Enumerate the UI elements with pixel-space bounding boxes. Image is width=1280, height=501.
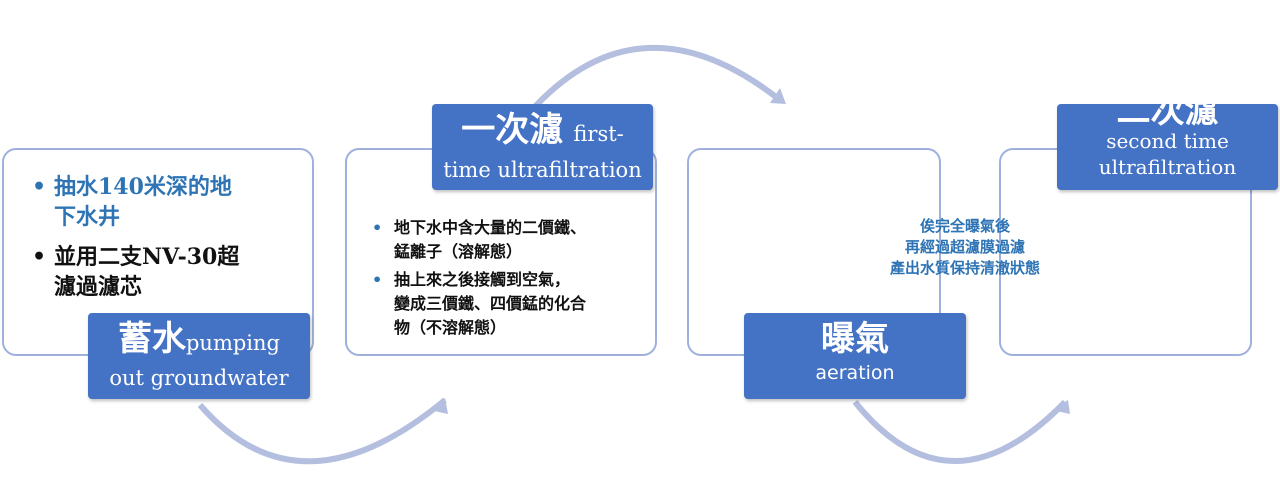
bullet-dot: •: [32, 174, 47, 200]
step-1-title-en: pumping: [185, 331, 280, 355]
step-4-description: 俟完全曝氣後 再經過超濾膜過濾 產出水質保持清澈狀態: [850, 216, 1080, 279]
arrowhead-1: [430, 398, 448, 414]
step-2-bullet-1: • 地下水中含大量的二價鐵、 錳離子（溶解態）: [372, 216, 654, 264]
step-1-bullets: • 抽水140米深的地 下水井 • 並用二支NV-30超 濾過濾芯: [32, 172, 302, 302]
step-2-title-zh: 一次濾: [461, 110, 564, 150]
bullet-line: 濾過濾芯: [54, 274, 143, 300]
step-2-title-en: first-: [573, 122, 624, 146]
step-1-label: 蓄水pumping out groundwater: [88, 313, 310, 399]
bullet-line: 抽水140米深的地: [54, 174, 232, 200]
step-1-bullet-1: • 抽水140米深的地 下水井: [32, 172, 302, 232]
bullet-line: 變成三價鐵、四價錳的化合: [394, 294, 587, 313]
arrow-3-to-4: [852, 399, 1068, 464]
arrow-2-to-3: [527, 45, 782, 115]
step-2-title-en-2: time ultrafiltration: [443, 158, 642, 182]
bullet-dot: •: [32, 244, 47, 270]
step-3-label: 曝氣 aeration: [744, 313, 966, 399]
arrowhead-2: [770, 88, 786, 104]
step-4-line-3: 產出水質保持清澈狀態: [889, 259, 1040, 277]
step-3-title-zh: 曝氣: [821, 319, 889, 359]
step-3-title-en: aeration: [815, 362, 895, 384]
bullet-line: 下水井: [54, 204, 121, 230]
step-1-title-en-2: out groundwater: [109, 366, 289, 390]
step-4-title-en: second time: [1106, 129, 1229, 153]
step-4-title-zh: 二次濾: [1116, 104, 1219, 131]
step-4-label: 二次濾 second time ultrafiltration: [1057, 104, 1278, 190]
step-1-bullet-2: • 並用二支NV-30超 濾過濾芯: [32, 242, 302, 302]
step-2-bullets: • 地下水中含大量的二價鐵、 錳離子（溶解態） • 抽上來之後接觸到空氣， 變成…: [372, 216, 654, 340]
arrowhead-3: [1052, 400, 1070, 414]
step-1-title-zh: 蓄水: [117, 319, 186, 359]
bullet-dot: •: [372, 270, 383, 289]
bullet-line: 錳離子（溶解態）: [394, 242, 523, 261]
step-2-bullet-2: • 抽上來之後接觸到空氣， 變成三價鐵、四價錳的化合 物（不溶解態）: [372, 268, 654, 340]
bullet-dot: •: [372, 218, 383, 237]
step-4-line-1: 俟完全曝氣後: [919, 217, 1010, 235]
arrow-1-to-2: [197, 397, 447, 465]
step-4-line-2: 再經過超濾膜過濾: [904, 238, 1025, 256]
bullet-line: 地下水中含大量的二價鐵、: [394, 218, 587, 237]
step-4-title-en-2: ultrafiltration: [1098, 155, 1237, 179]
bullet-line: 抽上來之後接觸到空氣，: [394, 270, 571, 289]
bullet-line: 物（不溶解態）: [394, 318, 507, 337]
step-2-label: 一次濾 first- time ultrafiltration: [432, 104, 653, 190]
bullet-line: 並用二支NV-30超: [54, 244, 240, 270]
